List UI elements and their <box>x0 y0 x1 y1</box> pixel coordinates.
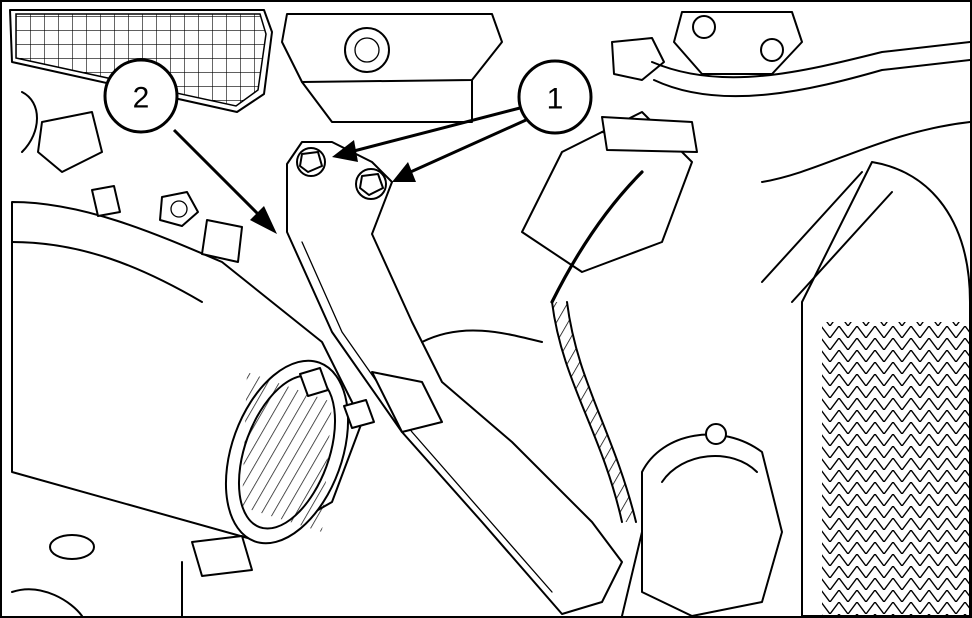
clamp-bolts <box>299 367 375 429</box>
wiring-harness <box>421 170 644 523</box>
upper-hoses <box>651 41 970 183</box>
fan-shroud <box>761 161 970 616</box>
sensor-canister <box>521 111 698 273</box>
upper-housing <box>281 13 503 123</box>
charge-air-pipe <box>11 201 363 545</box>
left-fittings <box>21 91 121 217</box>
left-mount-bolt <box>159 191 243 263</box>
callout-2-group: 2 <box>103 58 277 234</box>
support-bracket <box>286 141 623 615</box>
callout-1-group: 1 <box>332 59 593 182</box>
bracket-bolt-upper <box>296 147 326 177</box>
callout-1-label: 1 <box>547 83 564 116</box>
bracket-bolt-lower <box>355 168 387 200</box>
callout-1-circle <box>517 59 593 135</box>
callout-2-label: 2 <box>133 82 150 115</box>
callout-2-circle <box>103 58 179 134</box>
pulley-assembly <box>621 423 783 616</box>
top-right-bracket <box>611 11 803 81</box>
lower-left-fittings <box>11 534 253 616</box>
